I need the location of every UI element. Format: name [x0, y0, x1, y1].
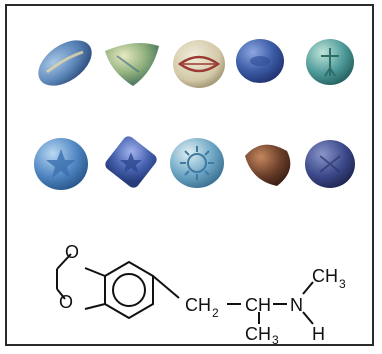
bond-o-ch2-bottom — [56, 288, 66, 300]
bond-n-ch3 — [302, 281, 314, 295]
bond-o-ch2-top — [56, 253, 72, 270]
bond-ring-ch2 — [152, 275, 180, 299]
tablets-photo — [34, 39, 355, 190]
nitrogen-label: N — [290, 295, 303, 315]
tablet-lips-logo — [173, 40, 225, 88]
ch3-top-subscript: 3 — [339, 277, 346, 291]
bond-ring-o-top — [84, 267, 106, 277]
tablet-dark-round — [305, 140, 355, 188]
tablet-figure-logo — [306, 39, 354, 85]
oxygen-top-label: O — [65, 242, 79, 262]
image-frame: O O CH 2 CH N CH 3 H CH 3 — [5, 4, 374, 346]
bond-n-h — [302, 311, 314, 325]
ch-label: CH — [245, 295, 271, 315]
tablet-oblong — [38, 40, 92, 86]
tablet-star-logo — [34, 138, 88, 190]
oxygen-bottom-label: O — [59, 292, 73, 312]
chemical-structure: O O CH 2 CH N CH 3 H CH 3 — [56, 242, 346, 344]
hydrogen-label: H — [312, 324, 325, 344]
tablet-triangle — [105, 42, 159, 86]
ch2-subscript: 2 — [212, 306, 219, 320]
tablet-sun-logo — [170, 138, 224, 188]
tablet-brown-diamond — [245, 144, 291, 186]
tablet-square-star — [105, 136, 157, 188]
ch3-bottom-label: CH — [245, 324, 271, 344]
ch2-label: CH — [185, 295, 211, 315]
tablet-round-blue — [236, 39, 284, 83]
ch3-top-label: CH — [312, 266, 338, 286]
ch3-bottom-subscript: 3 — [272, 333, 279, 344]
aromatic-circle — [112, 273, 146, 307]
bond-ring-o-bottom — [84, 303, 106, 310]
